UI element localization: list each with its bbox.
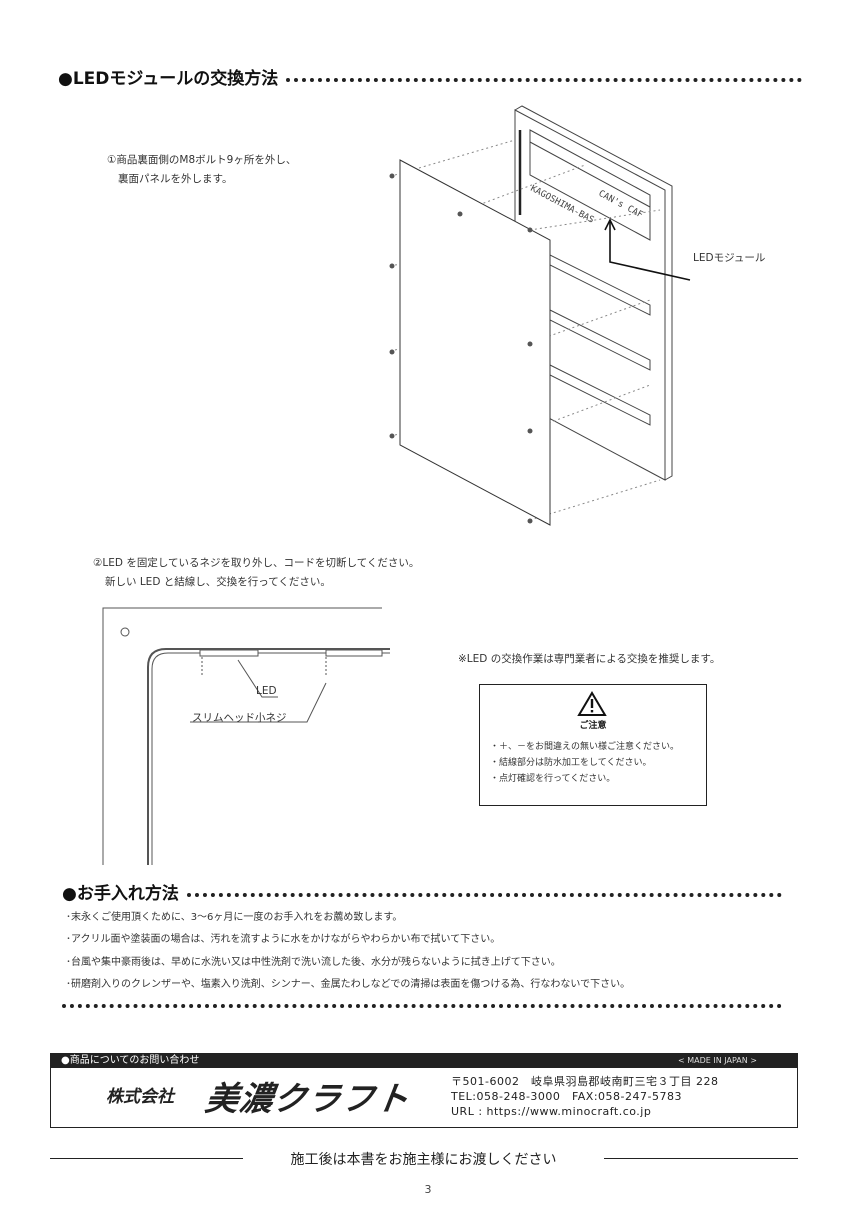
screw-label: スリムヘッド小ネジ xyxy=(192,712,287,724)
made-in-japan: < MADE IN JAPAN > xyxy=(678,1056,757,1065)
footer-rule-left xyxy=(50,1158,243,1159)
url-link[interactable]: URL : https://www.minocraft.co.jp xyxy=(451,1105,652,1118)
step1-line2: 裏面パネルを外します。 xyxy=(118,173,233,185)
heading-text: ●LEDモジュールの交換方法 xyxy=(58,69,279,89)
company-prefix: 株式会社 xyxy=(106,1087,174,1107)
dotted-divider xyxy=(186,892,782,897)
step1-text: ①商品裏面側のM8ボルト9ヶ所を外し、 裏面パネルを外します。 xyxy=(107,151,296,189)
caution-item: ・＋、－をお間違えの無い様ご注意ください。 xyxy=(490,742,680,752)
heading-text: ●お手入れ方法 xyxy=(62,884,179,904)
led-label: LED xyxy=(256,685,277,697)
caution-item: ・結線部分は防水加工をしてください。 xyxy=(490,758,652,768)
care-item: ･末永くご使用頂くために、3～6ヶ月に一度のお手入れをお薦め致します。 xyxy=(66,912,403,923)
care-item: ･アクリル面や塗装面の場合は、汚れを流すように水をかけながらやわらかい布で拭いて… xyxy=(66,934,501,946)
contact-box: ●商品についてのお問い合わせ < MADE IN JAPAN > 株式会社 美濃… xyxy=(50,1053,798,1128)
step2-text: ②LED を固定しているネジを取り外し、コードを切断してください。 新しい LE… xyxy=(93,554,419,592)
footer-rule-right xyxy=(604,1158,798,1159)
dotted-divider xyxy=(62,1004,782,1008)
exploded-diagram: CAN's CAF KAGOSHIMA-BAS xyxy=(389,105,691,526)
company-logo: 美濃クラフト xyxy=(202,1079,413,1118)
dotted-divider xyxy=(286,77,802,82)
care-item: ･研磨剤入りのクレンザーや、塩素入り洗剤、シンナー、金属たわしなどでの清掃は表面… xyxy=(66,978,631,990)
section-heading-care: ●お手入れ方法 xyxy=(62,879,782,904)
care-list: ･末永くご使用頂くために、3～6ヶ月に一度のお手入れをお薦め致します。 ･アクリ… xyxy=(66,907,630,996)
contact-title: ●商品についてのお問い合わせ xyxy=(61,1055,200,1066)
section-heading-led: ●LEDモジュールの交換方法 xyxy=(58,64,802,89)
caution-box: ご注意 ・＋、－をお間違えの無い様ご注意ください。 ・結線部分は防水加工をしてく… xyxy=(479,684,707,806)
note-text: ※LED の交換作業は専門業者による交換を推奨します。 xyxy=(458,653,721,665)
step2-line1: ②LED を固定しているネジを取り外し、コードを切断してください。 xyxy=(93,557,420,569)
address: 〒501-6002 岐阜県羽島郡岐南町三宅３丁目 228 xyxy=(451,1075,719,1088)
fax: FAX:058-247-5783 xyxy=(571,1090,682,1103)
contact-bar: ●商品についてのお問い合わせ < MADE IN JAPAN > xyxy=(51,1054,797,1068)
caution-title: ご注意 xyxy=(579,721,607,731)
care-item: ･台風や集中豪雨後は、早めに水洗い又は中性洗剤で洗い流した後、水分が残らないよう… xyxy=(66,956,561,968)
handover-notice: 施工後は本書をお施主様にお渡しください xyxy=(290,1152,557,1168)
step1-line1: ①商品裏面側のM8ボルト9ヶ所を外し、 xyxy=(107,154,297,166)
caution-item: ・点灯確認を行ってください。 xyxy=(490,774,616,784)
warning-icon xyxy=(577,691,607,716)
page-number: 3 xyxy=(424,1183,432,1196)
led-detail-diagram xyxy=(102,607,390,865)
step2-line2: 新しい LED と結線し、交換を行ってください。 xyxy=(105,576,331,588)
tel: TEL:058-248-3000 xyxy=(451,1090,561,1103)
led-module-label: LEDモジュール xyxy=(693,252,766,264)
